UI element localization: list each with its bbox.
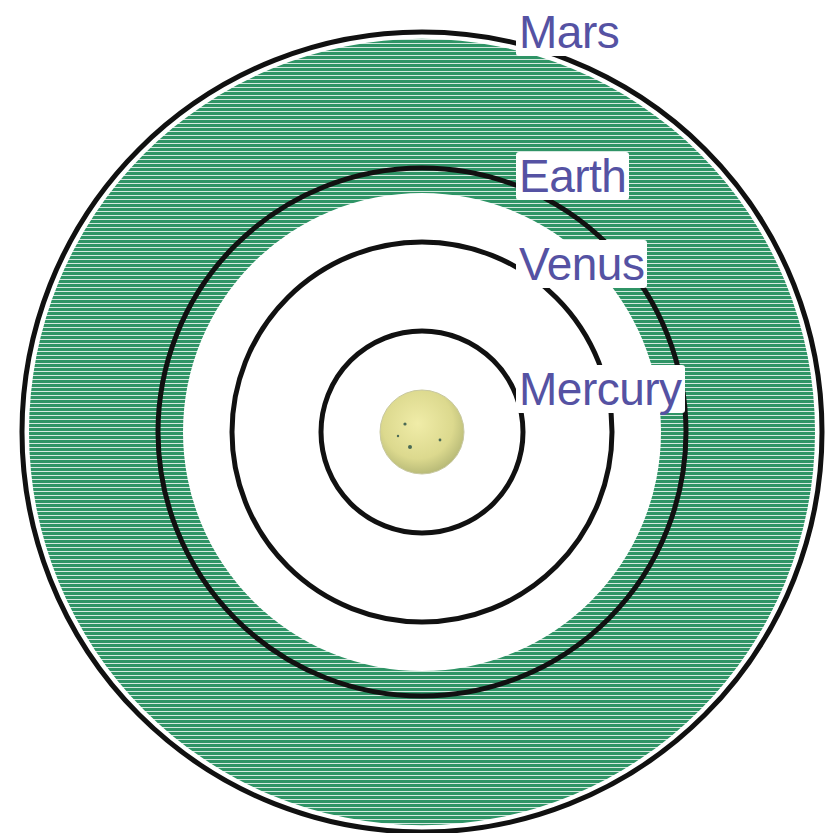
habitable-band xyxy=(29,39,815,825)
mercury-orbit xyxy=(321,331,523,533)
venus-orbit xyxy=(232,242,612,622)
sun xyxy=(380,390,464,474)
mars-orbit xyxy=(22,32,822,832)
earth-orbit xyxy=(158,168,686,696)
planet-label: Mercury xyxy=(516,365,685,413)
planet-label: Venus xyxy=(516,240,647,288)
planet-label: Mars xyxy=(516,8,622,56)
planet-label: Earth xyxy=(516,152,629,200)
